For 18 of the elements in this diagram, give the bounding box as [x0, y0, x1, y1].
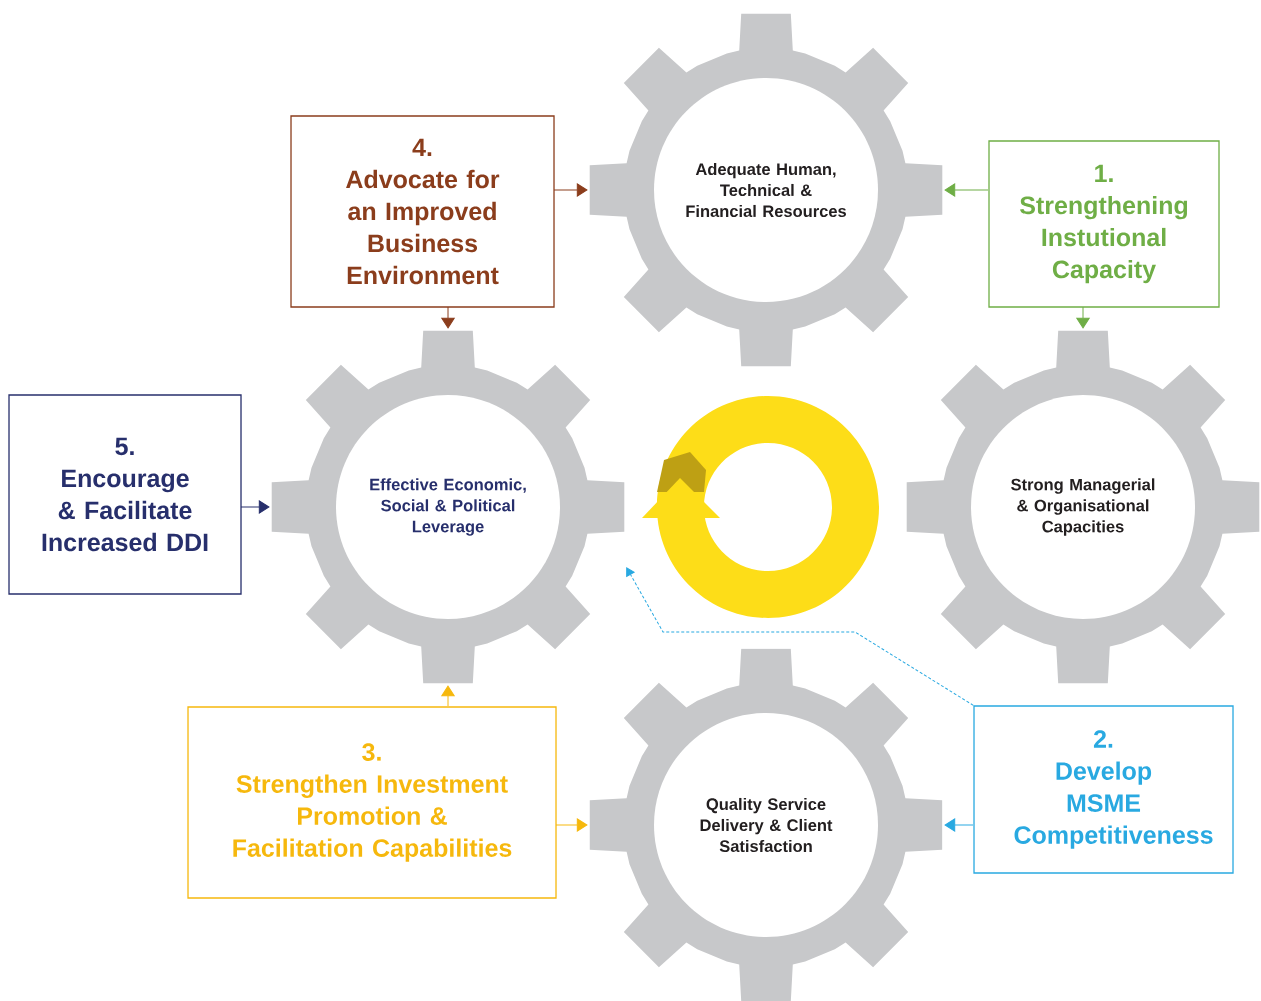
text-box: 4. Advocate for an Improved Business Environment — [290, 115, 555, 308]
arrow — [944, 818, 974, 832]
text-box: 2. Develop MSME Competitiveness — [973, 705, 1234, 874]
text-box: 1. Strengthening Instutional Capacity — [988, 140, 1220, 308]
arrow — [553, 183, 588, 197]
arrow — [240, 500, 270, 514]
gear: Adequate Human, Technical & Financial Resources — [589, 13, 943, 367]
gear: Quality Service Delivery & Client Satisfaction — [589, 648, 943, 1001]
arrow — [441, 306, 455, 329]
text-box: 3. Strengthen Investment Promotion & Facilitation Capabilities — [187, 706, 557, 899]
arrow — [441, 685, 455, 707]
gear: Strong Managerial & Organisational Capacities — [906, 330, 1260, 684]
text-box: 5. Encourage & Facilitate Increased DDI — [8, 394, 242, 595]
arrow — [555, 818, 588, 832]
arrow — [626, 567, 974, 706]
gear: Effective Economic, Social & Political Leverage — [271, 330, 625, 684]
arrow — [944, 183, 989, 197]
arrow — [1076, 306, 1090, 329]
